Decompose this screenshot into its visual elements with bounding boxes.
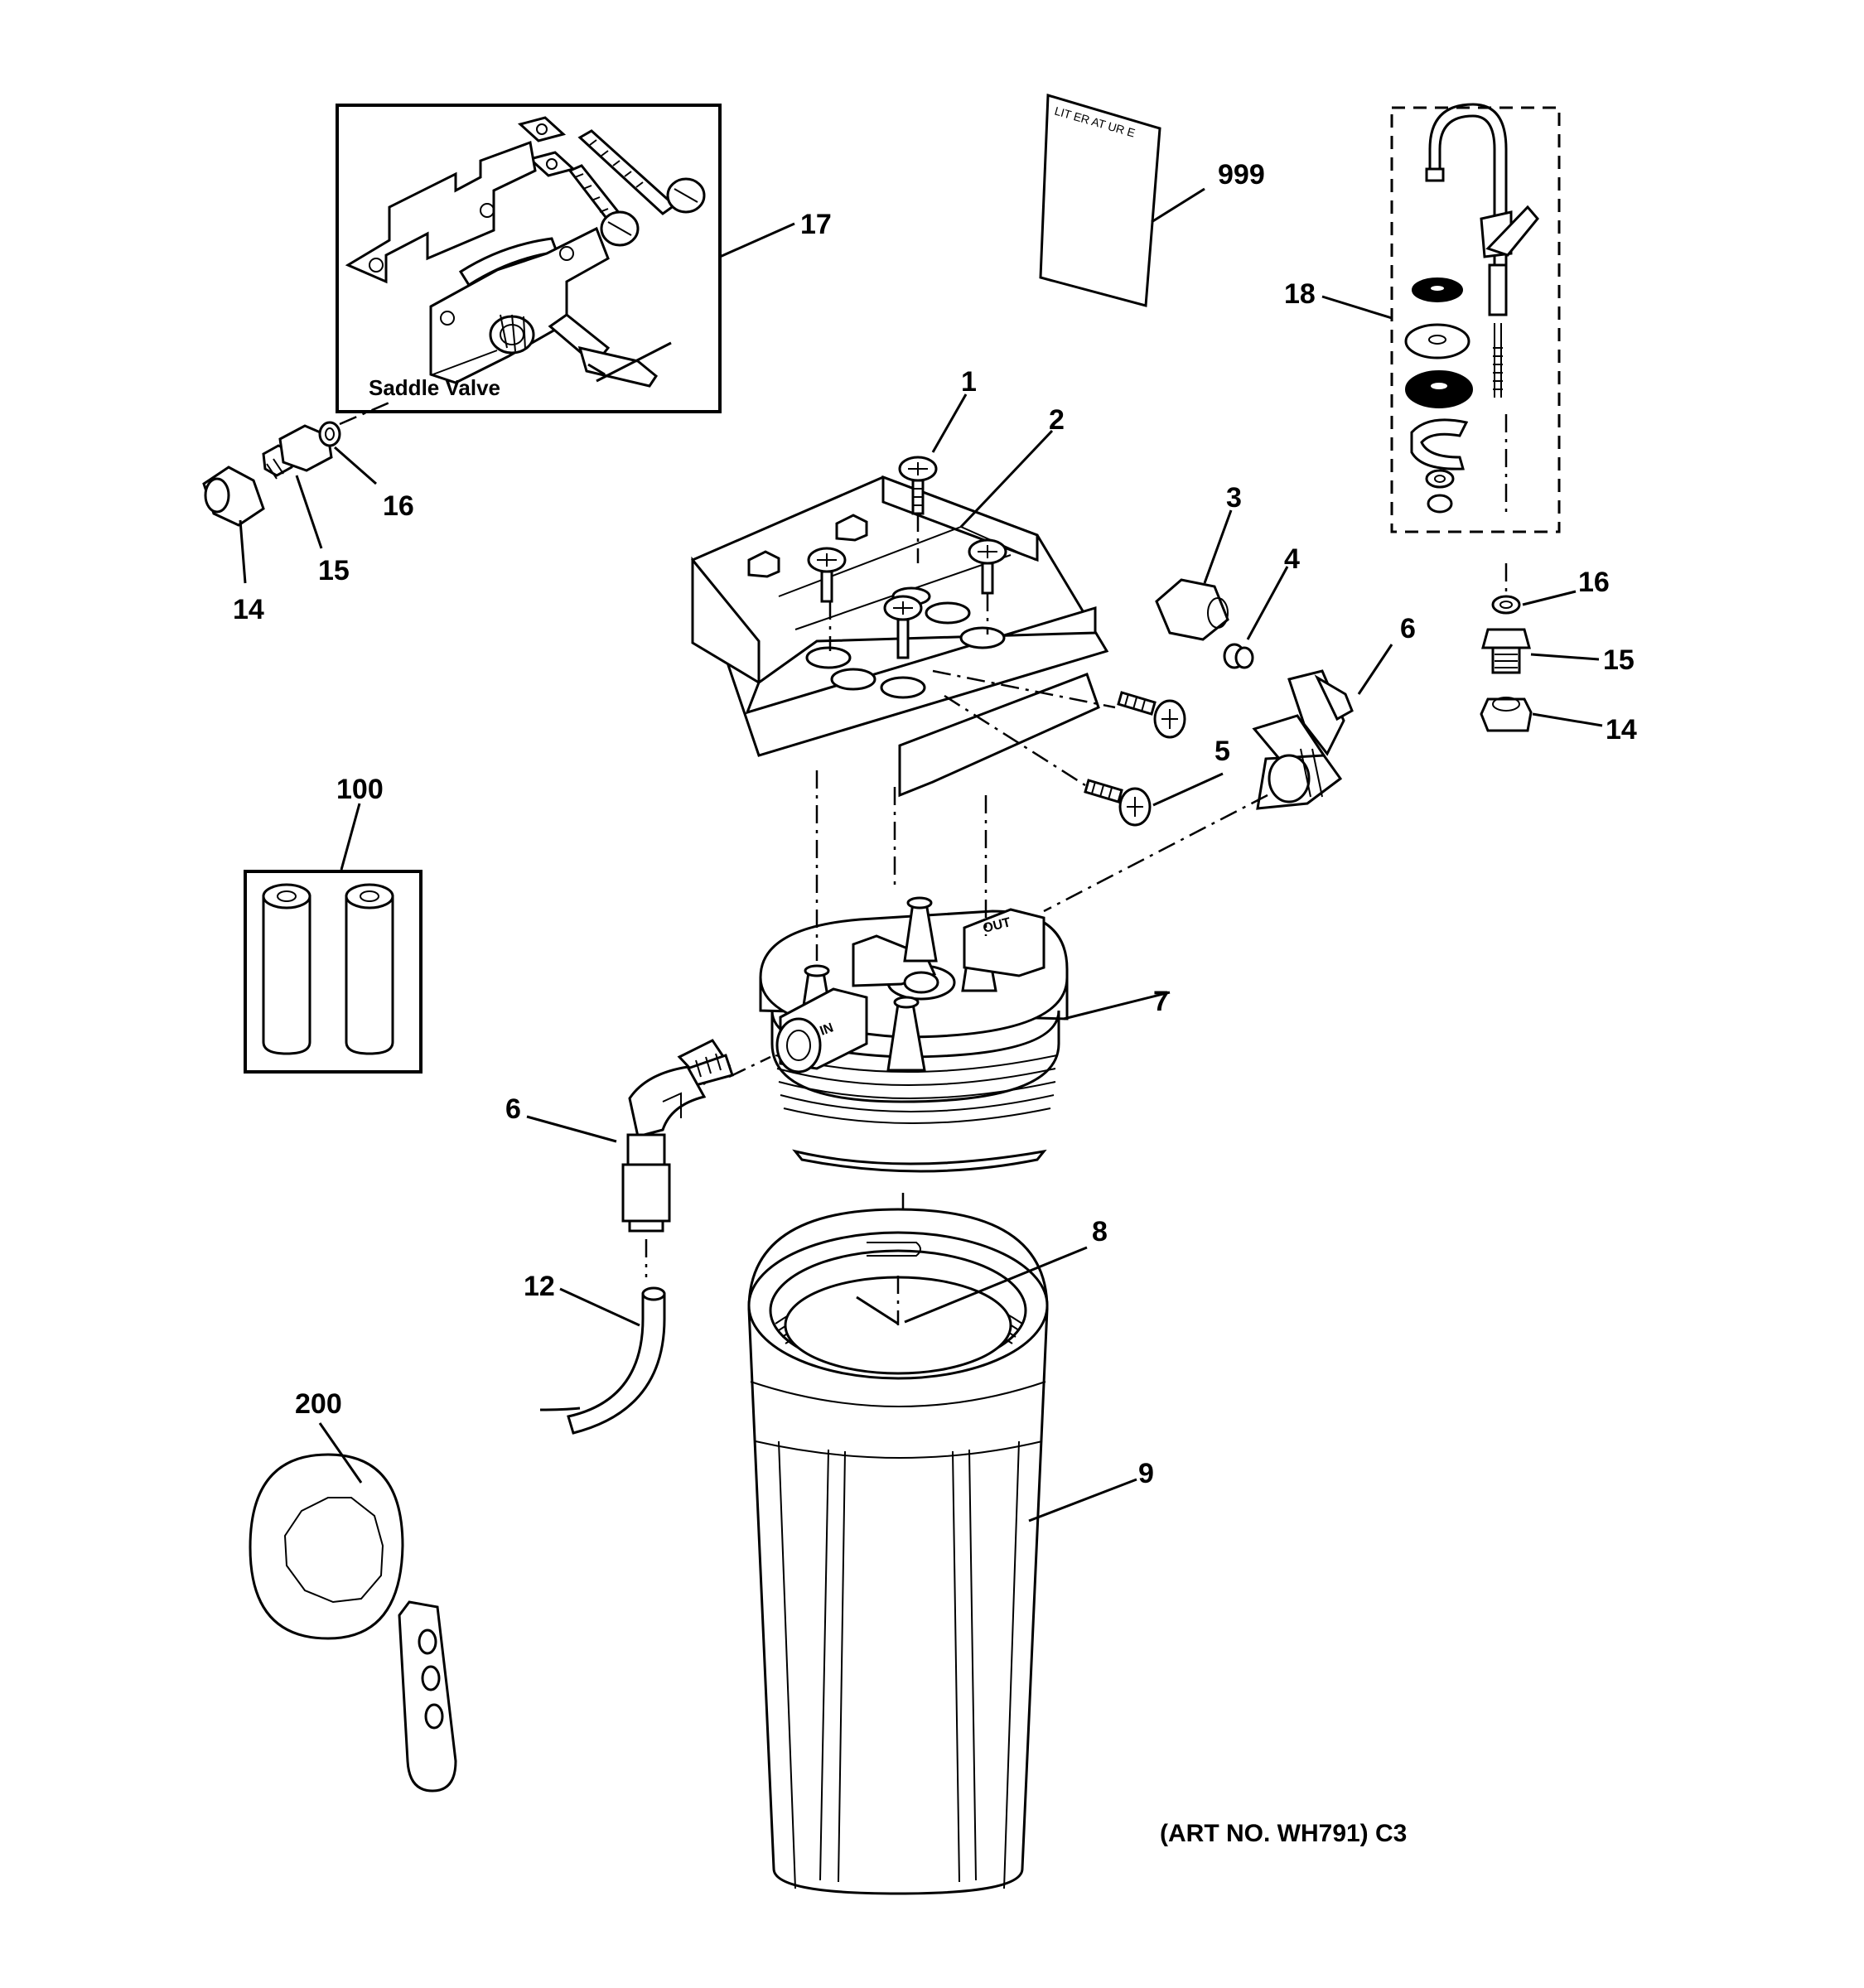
leader-15a xyxy=(295,475,323,549)
filter-housing xyxy=(747,1193,1049,1895)
label-3: 3 xyxy=(1226,482,1242,514)
elbow-fitting-left xyxy=(621,1039,771,1277)
leader-3 xyxy=(1203,509,1233,584)
filter-cartridges xyxy=(244,870,423,1074)
leader-12 xyxy=(559,1287,640,1327)
label-14a: 14 xyxy=(233,594,264,625)
label-2: 2 xyxy=(1049,404,1065,436)
art-number: (ART NO. WH791) C3 xyxy=(1160,1820,1407,1847)
label-6a: 6 xyxy=(1400,613,1416,644)
label-14b: 14 xyxy=(1606,714,1637,746)
label-4: 4 xyxy=(1284,543,1300,575)
left-fittings xyxy=(202,401,390,527)
saddle-valve-box xyxy=(336,104,722,413)
label-999: 999 xyxy=(1218,159,1265,191)
leader-2 xyxy=(959,429,1054,528)
label-15b: 15 xyxy=(1603,644,1635,676)
label-18: 18 xyxy=(1284,278,1316,310)
label-12: 12 xyxy=(524,1271,555,1302)
leader-100 xyxy=(340,803,361,871)
label-200: 200 xyxy=(295,1388,342,1420)
saddle-valve-caption: Saddle Valve xyxy=(369,375,500,400)
leader-18 xyxy=(1321,295,1393,320)
leader-15b xyxy=(1530,653,1600,661)
housing-wrench xyxy=(249,1453,457,1793)
label-17: 17 xyxy=(800,209,832,240)
literature-sheet: LIT ER AT UR E xyxy=(1039,94,1161,307)
saddle-valve-kit: Saddle Valve xyxy=(336,104,722,413)
tubing xyxy=(539,1286,666,1435)
leader-1 xyxy=(931,393,968,453)
label-100: 100 xyxy=(336,774,384,805)
port-in-label: IN xyxy=(819,1021,836,1038)
leader-5 xyxy=(1152,772,1224,807)
leader-14a xyxy=(239,519,247,584)
filter-head: OUT IN xyxy=(759,770,1069,1173)
label-1: 1 xyxy=(961,366,977,398)
leader-4 xyxy=(1246,566,1289,640)
side-screws xyxy=(932,669,1186,827)
mounting-bracket xyxy=(691,456,1109,798)
flow-line-out xyxy=(1043,794,1268,913)
faucet-kit xyxy=(1390,103,1561,533)
label-15a: 15 xyxy=(318,555,350,586)
compression-nut xyxy=(1155,578,1229,641)
leader-16b xyxy=(1522,590,1577,606)
label-16a: 16 xyxy=(383,490,414,522)
leader-8 xyxy=(904,1246,1088,1324)
leader-14b xyxy=(1532,712,1603,727)
leader-9 xyxy=(1028,1478,1137,1522)
leader-16a xyxy=(334,446,377,485)
label-5: 5 xyxy=(1214,736,1230,767)
cartridge-box xyxy=(244,870,423,1074)
label-7: 7 xyxy=(1153,986,1169,1017)
label-8: 8 xyxy=(1092,1216,1108,1247)
leader-6a xyxy=(1357,644,1393,695)
label-16b: 16 xyxy=(1578,567,1610,598)
label-6b: 6 xyxy=(505,1093,521,1125)
right-fittings xyxy=(1480,563,1533,732)
leader-17 xyxy=(719,222,795,258)
elbow-fitting-right xyxy=(1252,669,1354,810)
leader-999 xyxy=(1151,187,1205,224)
leader-200 xyxy=(318,1422,363,1484)
faucet-box xyxy=(1390,106,1561,533)
leader-7 xyxy=(1063,991,1171,1021)
leader-6b xyxy=(526,1115,617,1143)
ferrule xyxy=(1223,643,1254,669)
label-9: 9 xyxy=(1138,1458,1154,1489)
screw-group xyxy=(807,456,1007,659)
